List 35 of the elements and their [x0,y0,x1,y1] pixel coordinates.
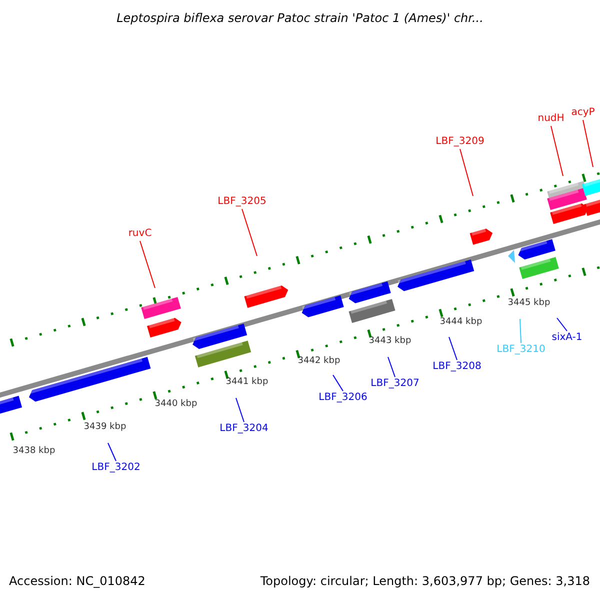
leader-line [108,442,116,462]
gene-label: LBF_3207 [370,378,420,390]
scale-label: 3445 kbp [508,297,550,309]
title: Leptospira biflexa serovar Patoc strain 'Patoc 1 (Ames)' chr... [116,11,484,25]
leader-line [520,318,522,344]
gene-label: nudH [538,113,564,125]
gene-label: LBF_3205 [218,196,266,208]
gene-label: sixA-1 [552,332,582,344]
genome-info-label: Topology: circular; Length: 3,603,977 bp; Genes: 3,318 [260,574,590,588]
accession-label: Accession: NC_010842 [9,574,146,588]
gene-label: LBF_3209 [436,136,484,148]
gene-label: ruvC [128,228,152,240]
scale-label: 3443 kbp [368,335,412,347]
gene-label: LBF_3202 [92,462,140,474]
gene-label: acyP [571,107,595,119]
leader-line [332,374,344,392]
leader-line [388,356,396,378]
leader-line [236,398,244,422]
leader-line [140,240,156,288]
leader-line [556,318,568,332]
scale-label: 3439 kbp [84,421,126,433]
scale-label: 3440 kbp [154,398,198,410]
scale-label: 3444 kbp [440,316,482,328]
leader-line [582,120,594,168]
leader-line [242,208,258,256]
gene-label: LBF_3206 [318,392,368,404]
gene-label: LBF_3208 [432,361,482,373]
scale-label: 3442 kbp [298,355,340,367]
leader-line [460,148,474,196]
gene-label: LBF_3210 [496,344,546,356]
leader-line [550,126,564,176]
gene-label: LBF_3204 [220,423,268,435]
leader-line [448,336,458,360]
scale-label: 3438 kbp [12,445,56,457]
scale-label: 3441 kbp [226,376,268,388]
